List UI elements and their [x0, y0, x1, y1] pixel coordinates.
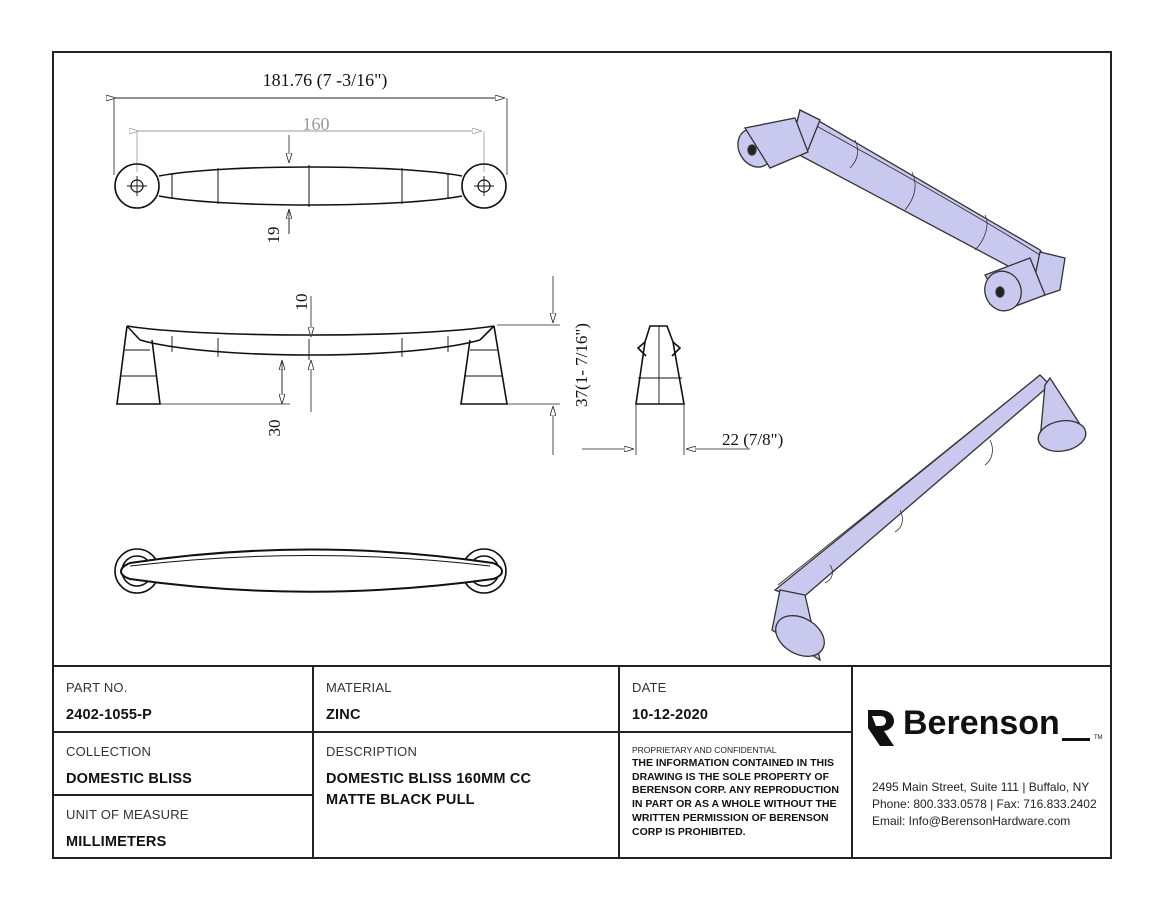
technical-drawing: 181.76 (7 -3/16") 160 19 10 30 37(1- 7/1… — [0, 70, 1087, 662]
part-no-label: PART NO. — [66, 680, 128, 695]
date-value: 10-12-2020 — [632, 707, 709, 723]
company-name: Berenson — [903, 704, 1060, 742]
clearance-dimension: 30 — [265, 420, 284, 437]
title-block-divider-2 — [618, 665, 620, 859]
proprietary-title: PROPRIETARY AND CONFIDENTIAL — [632, 745, 777, 755]
projection-dimension: 37(1- 7/16") — [572, 323, 591, 407]
company-email: Email: Info@BerensonHardware.com — [872, 814, 1071, 828]
uom-value: MILLIMETERS — [66, 834, 167, 850]
brand-underline — [1062, 738, 1090, 741]
collection-label: COLLECTION — [66, 744, 152, 759]
description-line-1: DOMESTIC BLISS 160MM CC — [326, 771, 532, 787]
side-view — [116, 276, 560, 455]
isometric-view-top — [737, 109, 1066, 312]
title-block-row-line-2 — [52, 794, 314, 796]
part-no-value: 2402-1055-P — [66, 707, 153, 723]
company-address: 2495 Main Street, Suite 111 | Buffalo, N… — [872, 780, 1090, 794]
bottom-view — [114, 548, 507, 594]
trademark-mark: TM — [1094, 735, 1103, 741]
description-label: DESCRIPTION — [326, 744, 418, 759]
uom-label: UNIT OF MEASURE — [66, 807, 189, 822]
material-value: ZINC — [326, 707, 361, 723]
center-to-center-dimension: 160 — [303, 114, 330, 134]
proprietary-text: THE INFORMATION CONTAINED IN THIS DRAWIN… — [632, 757, 839, 838]
isometric-view-bottom — [771, 374, 1087, 662]
overall-length-dimension: 181.76 (7 -3/16") — [263, 70, 388, 91]
berenson-logo-icon — [868, 710, 894, 746]
drawing-sheet-border — [52, 51, 1112, 859]
end-view — [582, 325, 750, 455]
title-block-divider-3 — [851, 665, 853, 859]
title-block-divider-1 — [312, 665, 314, 859]
company-phone: Phone: 800.333.0578 | Fax: 716.833.2402 — [872, 797, 1097, 811]
collection-value: DOMESTIC BLISS — [66, 771, 193, 787]
width-dimension: 19 — [264, 227, 283, 244]
base-diameter-dimension: 22 (7/8") — [722, 430, 783, 449]
top-view — [114, 98, 508, 234]
description-line-2: MATTE BLACK PULL — [326, 792, 475, 808]
bar-thickness-dimension: 10 — [292, 294, 311, 311]
title-block-row-line-1 — [52, 731, 852, 733]
date-label: DATE — [632, 680, 667, 695]
title-block-top-line — [52, 665, 1112, 667]
material-label: MATERIAL — [326, 680, 392, 695]
